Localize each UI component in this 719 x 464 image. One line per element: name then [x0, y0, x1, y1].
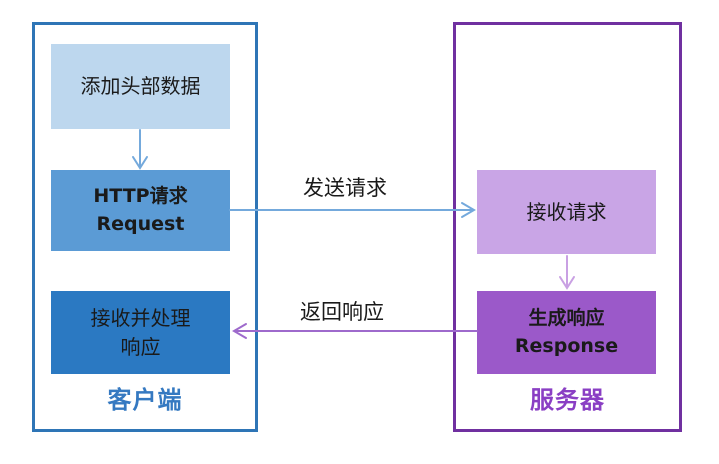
- send-request-arrow: [229, 202, 476, 218]
- client-label: 客户端: [107, 386, 183, 414]
- generate-response-box: 生成响应 Response: [477, 291, 656, 374]
- receive-request-label: 接收请求: [526, 199, 607, 224]
- return-response-arrow: [232, 323, 478, 339]
- receive-process-response-line2: 响应: [120, 334, 161, 359]
- add-header-data-label: 添加头部数据: [80, 74, 201, 98]
- server-label: 服务器: [530, 386, 605, 414]
- return-response-label: 返回响应: [300, 300, 384, 324]
- http-request-label-cn: HTTP请求: [93, 184, 188, 207]
- add-header-data-box: 添加头部数据: [51, 44, 230, 129]
- generate-response-label-en: Response: [514, 334, 619, 357]
- http-request-label-en: Request: [96, 212, 185, 235]
- send-request-label: 发送请求: [303, 176, 387, 200]
- receive-process-response-line1: 接收并处理: [90, 305, 191, 330]
- generate-response-label-cn: 生成响应: [528, 306, 605, 329]
- receive-process-response-box: 接收并处理 响应: [51, 291, 230, 374]
- http-request-box: HTTP请求 Request: [51, 170, 230, 251]
- receive-request-box: 接收请求: [477, 170, 656, 254]
